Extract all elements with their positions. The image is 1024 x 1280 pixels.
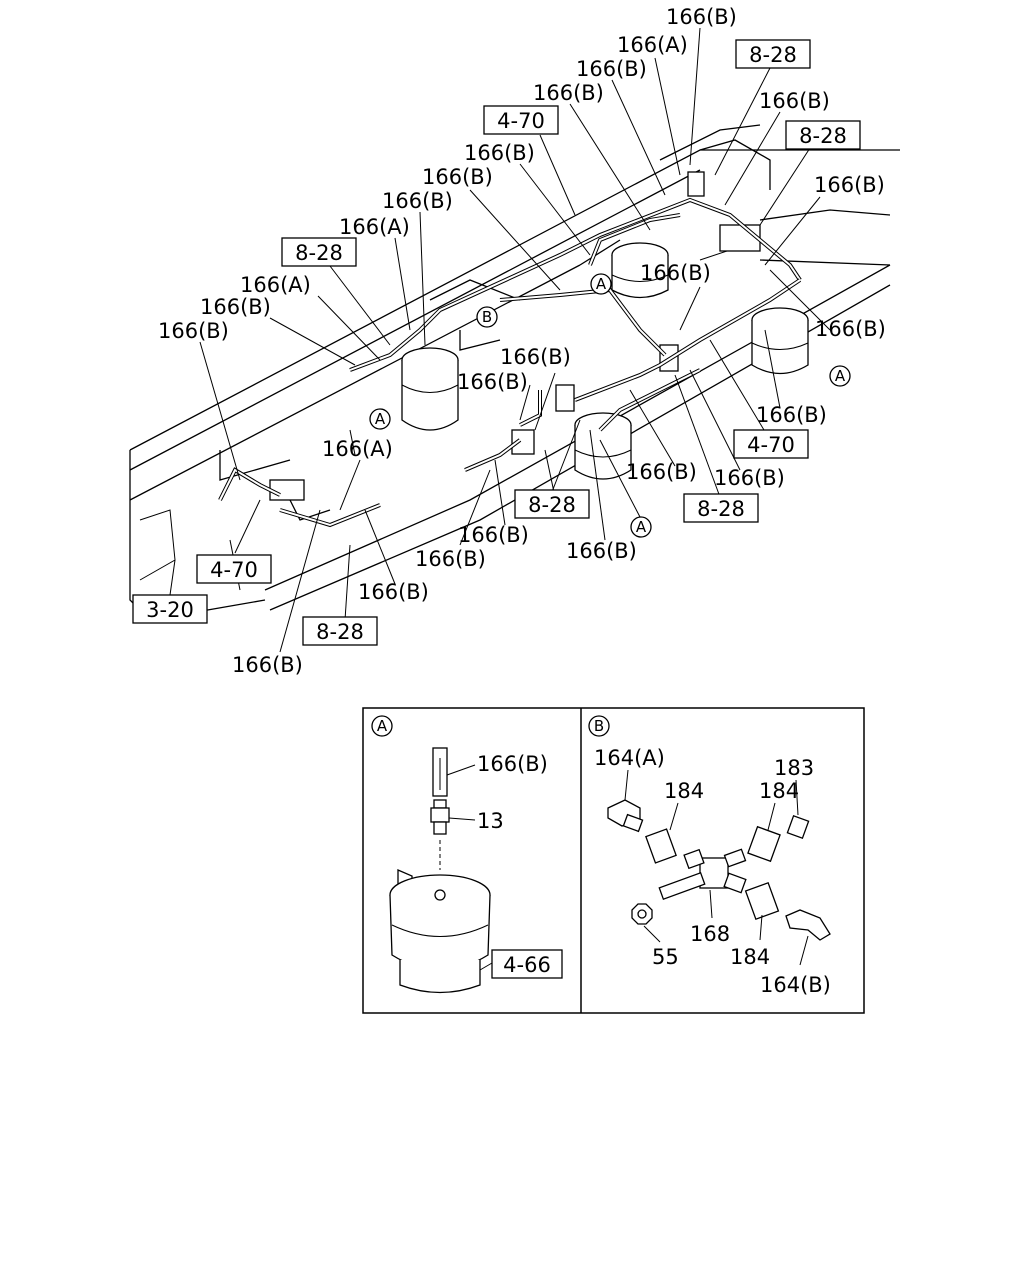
detail-panels: A 166(B) 13 xyxy=(362,707,865,1014)
detail-b-nut-label: 55 xyxy=(652,945,679,969)
callout-c01: 166(B) xyxy=(666,5,737,29)
detail-b-title: B xyxy=(594,717,604,735)
marker-a-4: A xyxy=(630,516,652,538)
callout-c19: 166(A) xyxy=(322,437,393,461)
ref-r10: 8-28 xyxy=(316,620,364,644)
valve-block-1 xyxy=(555,384,575,412)
marker-a-2: A xyxy=(369,408,391,430)
callout-c03: 166(B) xyxy=(576,57,647,81)
detail-b-sleeve-3-label: 184 xyxy=(730,945,770,969)
marker-b-1: B xyxy=(476,306,498,328)
marker-a-1: A xyxy=(590,273,612,295)
marker-a-3-text: A xyxy=(835,367,846,385)
bracket xyxy=(269,479,305,501)
marker-a-1-text: A xyxy=(596,275,607,293)
marker-a-4-text: A xyxy=(636,518,647,536)
callout-c12: 166(B) xyxy=(200,295,271,319)
callout-c21: 166(B) xyxy=(714,466,785,490)
detail-a: A 166(B) 13 xyxy=(371,715,563,994)
callout-c17: 166(B) xyxy=(457,370,528,394)
air-spring-4 xyxy=(751,307,809,375)
callout-c09: 166(B) xyxy=(814,173,885,197)
chassis-drawing: A A A A B xyxy=(129,124,900,621)
marker-b-1-text: B xyxy=(482,308,492,326)
ref-r07: 8-28 xyxy=(697,497,745,521)
air-spring-1 xyxy=(401,347,459,431)
callout-c13: 166(B) xyxy=(158,319,229,343)
callout-labels: 166(B) 166(A) 166(B) 166(B) 166(B) 166(B… xyxy=(158,5,886,677)
sleeve-3-icon xyxy=(744,881,780,921)
callout-c25: 166(B) xyxy=(358,580,429,604)
detail-b-sleeve-2-label: 184 xyxy=(759,779,799,803)
ref-r03: 4-70 xyxy=(497,109,545,133)
detail-b-elbow-a-label: 164(A) xyxy=(594,746,665,770)
detail-b-plug-label: 183 xyxy=(774,756,814,780)
detail-b: B 164(A) 184 184 183 xyxy=(588,715,831,997)
callout-c22: 166(B) xyxy=(458,523,529,547)
callout-c14: 166(B) xyxy=(640,261,711,285)
elbow-b-icon xyxy=(785,909,831,941)
ref-r04: 8-28 xyxy=(295,241,343,265)
callout-c10: 166(A) xyxy=(339,215,410,239)
marker-a-2-text: A xyxy=(375,410,386,428)
plug-icon xyxy=(786,814,810,840)
leveling-valve xyxy=(719,224,761,252)
ref-r02: 8-28 xyxy=(799,124,847,148)
elbow-a-icon xyxy=(607,799,644,833)
callout-c20: 166(B) xyxy=(626,460,697,484)
valve-block-4 xyxy=(687,171,705,197)
marker-a-3: A xyxy=(829,365,851,387)
detail-b-sleeve-1-label: 184 xyxy=(664,779,704,803)
nut-icon xyxy=(631,903,653,925)
fitting-icon xyxy=(430,799,450,835)
detail-a-ref: 4-66 xyxy=(503,953,551,977)
detail-b-cross-label: 168 xyxy=(690,922,730,946)
callout-c26: 166(B) xyxy=(232,653,303,677)
callout-c04: 166(B) xyxy=(533,81,604,105)
ref-r06: 8-28 xyxy=(528,493,576,517)
callout-c08: 166(B) xyxy=(382,189,453,213)
detail-b-elbow-b-label: 164(B) xyxy=(760,973,831,997)
detail-a-title: A xyxy=(377,717,388,735)
ref-r01: 8-28 xyxy=(749,43,797,67)
callout-c18: 166(B) xyxy=(756,403,827,427)
valve-block-2 xyxy=(511,429,535,455)
sleeve-1-icon xyxy=(645,828,677,864)
callout-c24: 166(B) xyxy=(566,539,637,563)
sleeve-2-icon xyxy=(747,825,781,863)
callout-c23: 166(B) xyxy=(415,547,486,571)
callout-c05: 166(B) xyxy=(759,89,830,113)
detail-a-fitting-label: 13 xyxy=(477,809,504,833)
ref-r09: 3-20 xyxy=(146,598,194,622)
cross-fitting-icon xyxy=(658,848,747,900)
leader-lines xyxy=(169,27,831,653)
ref-r05: 4-70 xyxy=(747,433,795,457)
callout-c15: 166(B) xyxy=(815,317,886,341)
callout-c07: 166(B) xyxy=(422,165,493,189)
ref-r08: 4-70 xyxy=(210,558,258,582)
callout-c02: 166(A) xyxy=(617,33,688,57)
callout-c11: 166(A) xyxy=(240,273,311,297)
callout-c16: 166(B) xyxy=(500,345,571,369)
reference-boxes: 8-28 8-28 4-70 8-28 4-70 8-28 8-28 4-70 … xyxy=(132,39,861,646)
detail-a-hose-label: 166(B) xyxy=(477,752,548,776)
air-pipes xyxy=(218,197,802,528)
callout-c06: 166(B) xyxy=(464,141,535,165)
air-spring-icon xyxy=(389,869,491,994)
